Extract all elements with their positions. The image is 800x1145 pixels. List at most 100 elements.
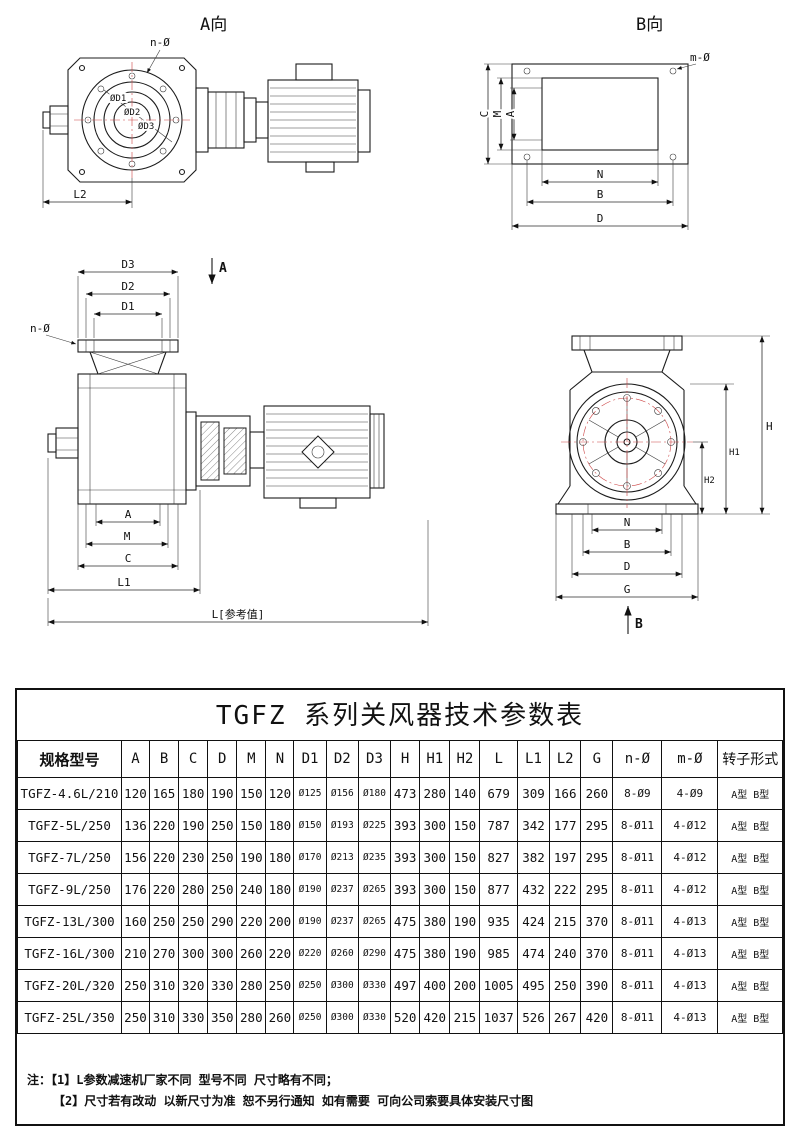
- notes: 注：【1】L参数减速机厂家不同 型号不同 尺寸略有不同； 【2】尺寸若有改动 以…: [27, 1070, 533, 1112]
- column-header: N: [265, 740, 295, 778]
- mounting-hole-icon: [523, 67, 531, 75]
- value-cell: 140: [449, 777, 481, 810]
- value-cell: 150: [236, 809, 267, 842]
- column-header: H2: [449, 740, 481, 778]
- view-a-title: A向: [200, 15, 227, 35]
- dim-label-c: C: [125, 552, 132, 565]
- value-cell: 8-Ø11: [612, 969, 663, 1002]
- value-cell: 393: [390, 841, 421, 874]
- view-b-title: B向: [636, 15, 663, 35]
- corner-screw-icon: [178, 64, 186, 72]
- dim-label-l1: L1: [117, 576, 130, 589]
- valve-body-front: [77, 373, 187, 505]
- value-cell: Ø125: [293, 777, 327, 810]
- value-cell: A型 B型: [717, 905, 783, 938]
- model-cell: TGFZ-25L/350: [17, 1001, 122, 1034]
- column-header: L: [479, 740, 518, 778]
- value-cell: 420: [419, 1001, 451, 1034]
- column-header: H: [390, 740, 421, 778]
- value-cell: 382: [516, 841, 551, 874]
- value-cell: Ø265: [357, 873, 392, 906]
- value-cell: 8-Ø11: [612, 1001, 663, 1034]
- column-header: A: [120, 740, 151, 778]
- column-header: M: [236, 740, 267, 778]
- value-cell: 309: [516, 777, 551, 810]
- value-cell: Ø180: [357, 777, 392, 810]
- corner-screw-icon: [78, 64, 86, 72]
- value-cell: 380: [419, 905, 451, 938]
- technical-drawing: A向: [30, 15, 773, 634]
- mounting-hole-icon: [523, 153, 531, 161]
- value-cell: 827: [479, 841, 518, 874]
- n-hole-leader: [146, 49, 161, 74]
- value-cell: 260: [580, 777, 614, 810]
- table-title: TGFZ 系列关风器技术参数表: [215, 701, 585, 731]
- dim-label-d2: D2: [121, 280, 134, 293]
- value-cell: 180: [178, 777, 209, 810]
- value-cell: 180: [265, 841, 295, 874]
- value-cell: 197: [549, 841, 582, 874]
- dim-label-h: H: [766, 420, 773, 433]
- dim-label-d: D: [597, 212, 604, 225]
- model-cell: TGFZ-7L/250: [17, 841, 122, 874]
- value-cell: 220: [148, 841, 180, 874]
- motor-logo-icon: [301, 435, 335, 469]
- value-cell: 330: [178, 1001, 209, 1034]
- value-cell: Ø237: [325, 905, 359, 938]
- value-cell: 190: [449, 905, 481, 938]
- value-cell: Ø193: [325, 809, 359, 842]
- value-cell: Ø190: [293, 905, 327, 938]
- column-header: D: [207, 740, 238, 778]
- value-cell: 120: [265, 777, 295, 810]
- value-cell: 300: [419, 873, 451, 906]
- model-column-header: 规格型号: [17, 740, 122, 778]
- value-cell: 8-Ø11: [612, 873, 663, 906]
- corner-screw-icon: [78, 168, 86, 176]
- value-cell: Ø260: [325, 937, 359, 970]
- column-header: L1: [516, 740, 551, 778]
- value-cell: 215: [449, 1001, 481, 1034]
- value-cell: 8-Ø11: [612, 905, 663, 938]
- value-cell: A型 B型: [717, 841, 783, 874]
- value-cell: 4-Ø9: [661, 777, 719, 810]
- end-cover-circle: [561, 378, 693, 508]
- value-cell: 310: [148, 969, 180, 1002]
- value-cell: Ø213: [325, 841, 359, 874]
- model-cell: TGFZ-13L/300: [17, 905, 122, 938]
- dim-label-b: B: [597, 188, 604, 201]
- value-cell: 393: [390, 873, 421, 906]
- value-cell: 165: [148, 777, 180, 810]
- section-b-label: B: [635, 617, 643, 632]
- value-cell: Ø330: [357, 1001, 392, 1034]
- value-cell: A型 B型: [717, 1001, 783, 1034]
- view-b-drawing: B向 m-Ø C M A: [476, 15, 710, 230]
- value-cell: 250: [207, 809, 238, 842]
- dim-label-m-holes: m-Ø: [690, 51, 710, 64]
- motor-side: [267, 63, 371, 173]
- value-cell: 150: [449, 809, 481, 842]
- model-cell: TGFZ-5L/250: [17, 809, 122, 842]
- value-cell: 280: [236, 969, 267, 1002]
- value-cell: 424: [516, 905, 551, 938]
- value-cell: 150: [236, 777, 267, 810]
- inlet-flange: [77, 339, 179, 375]
- value-cell: 4-Ø12: [661, 809, 719, 842]
- value-cell: 370: [580, 905, 614, 938]
- value-cell: 280: [236, 1001, 267, 1034]
- dim-label-n: N: [624, 516, 631, 529]
- value-cell: 150: [449, 873, 481, 906]
- value-cell: Ø235: [357, 841, 392, 874]
- value-cell: 400: [419, 969, 451, 1002]
- valve-housing-outline: [67, 57, 197, 183]
- value-cell: 160: [120, 905, 151, 938]
- value-cell: 166: [549, 777, 582, 810]
- n-hole-leader: [45, 334, 77, 345]
- front-view-drawing: D3 D2 D1 n-Ø A: [30, 258, 429, 626]
- value-cell: 250: [120, 1001, 151, 1034]
- value-cell: 250: [265, 969, 295, 1002]
